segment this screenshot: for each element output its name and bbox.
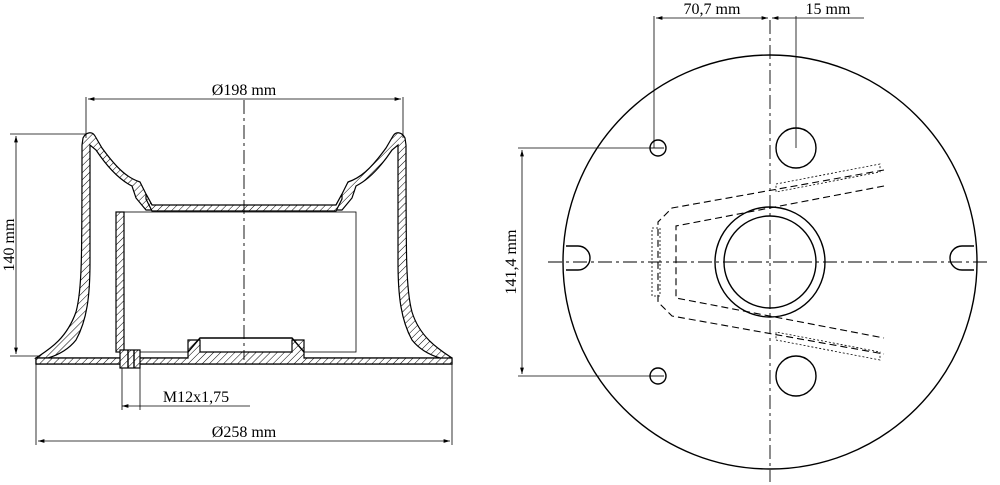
notch-left: [566, 245, 591, 271]
shell-outer-wall: [35, 132, 453, 365]
thread-stud: [119, 349, 141, 369]
center-tube-inner: [723, 215, 817, 309]
dim-height: 140 mm: [1, 218, 18, 271]
dim-top-diameter: Ø198 mm: [212, 82, 277, 99]
section-view: Ø198 mm 140 mm M12x1,75 Ø258 mm: [1, 82, 453, 445]
large-hole: [775, 355, 817, 397]
bracket-inner: [675, 185, 885, 339]
inner-tube-wall: [115, 211, 125, 353]
center-boss: [187, 337, 305, 353]
dim-base-diameter: Ø258 mm: [212, 424, 277, 441]
weld-bead-bottom: [775, 331, 881, 361]
inner-tube-body: [123, 211, 357, 353]
notch-right: [949, 245, 974, 271]
shell-left-wall: [34, 132, 153, 359]
dim-hole-spacing: 141,4 mm: [503, 229, 520, 294]
bowl-bottom: [145, 193, 343, 212]
plan-view: 70,7 mm 15 mm 141,4 mm: [503, 1, 990, 482]
dim-offset-small: 15 mm: [806, 1, 851, 18]
weld-bead-top: [775, 163, 881, 193]
dim-offset-x: 70,7 mm: [684, 1, 741, 18]
weld-bead-left: [651, 227, 661, 297]
bracket-outline: [657, 169, 885, 355]
center-tube-outer: [714, 206, 826, 318]
dim-thread: M12x1,75: [163, 389, 229, 406]
